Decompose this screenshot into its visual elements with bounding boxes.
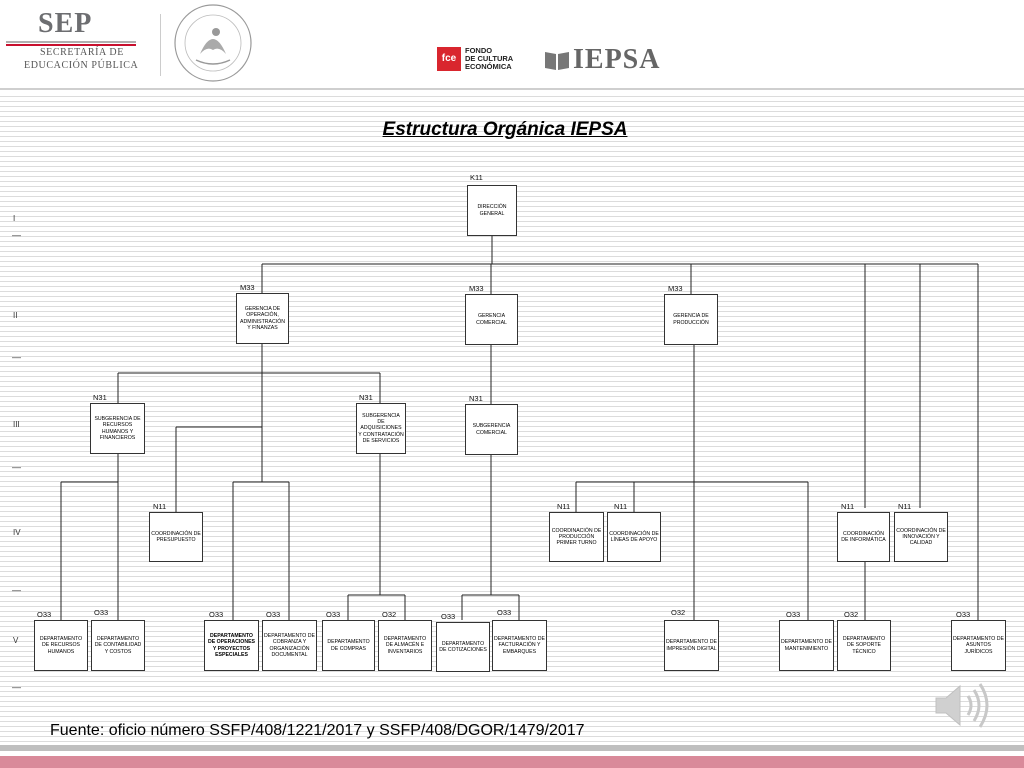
node-code-dope: O33 (209, 610, 224, 619)
node-code-clda: N11 (614, 502, 628, 511)
footer-bar-gray (0, 745, 1024, 751)
node-depto-cobranza: DEPARTAMENTO DE COBRANZA Y ORGANIZACIÓN … (262, 620, 317, 671)
fce-line-3: ECONÓMICA (465, 62, 512, 71)
sep-logo-sub2: EDUCACIÓN PÚBLICA (24, 60, 139, 71)
node-subgerencia-comercial: SUBGERENCIA COMERCIAL (465, 404, 518, 455)
node-code-daj: O33 (956, 610, 971, 619)
node-depto-asuntos-juridicos: DEPARTAMENTO DE ASUNTOS JURÍDICOS (951, 620, 1006, 671)
fce-line-2: DE CULTURA (465, 54, 514, 63)
node-depto-impresion-digital: DEPARTAMENTO DE IMPRESIÓN DIGITAL (664, 620, 719, 671)
speaker-icon[interactable] (932, 678, 992, 733)
node-code-dai: O32 (382, 610, 397, 619)
node-gerencia-operacion: GERENCIA DE OPERACIÓN, ADMINISTRACIÓN Y … (236, 293, 289, 344)
node-depto-cotizaciones: DEPARTAMENTO DE COTIZACIONES (436, 622, 490, 672)
node-code-cpres: N11 (153, 502, 167, 511)
node-code-goaf: M33 (240, 283, 255, 292)
node-code-cinf: N11 (841, 502, 855, 511)
node-coordinacion-presupuesto: COORDINACIÓN DE PRESUPUESTO (149, 512, 203, 562)
sep-logo-word: SEP (38, 8, 93, 39)
level-label-2: II (13, 311, 18, 320)
header-divider (0, 88, 1024, 90)
node-depto-operaciones: DEPARTAMENTO DE OPERACIONES Y PROYECTOS … (204, 620, 259, 671)
node-coordinacion-primer-turno: COORDINACIÓN DE PRODUCCIÓN PRIMER TURNO (549, 512, 604, 562)
node-code-dmant: O33 (786, 610, 801, 619)
level-label-1: I (13, 214, 16, 223)
node-code-gp: M33 (668, 284, 683, 293)
node-subgerencia-adquisiciones: SUBGERENCIA DE ADQUISICIONES Y CONTRATAC… (356, 403, 406, 454)
iepsa-logo-word: IEPSA (573, 44, 661, 75)
book-icon (545, 52, 569, 70)
iepsa-logo: IEPSA (543, 44, 663, 76)
node-depto-recursos-humanos: DEPARTAMENTO DE RECURSOS HUMANOS (34, 620, 88, 671)
node-coordinacion-innovacion: COORDINACIÓN DE INNOVACIÓN Y CALIDAD (894, 512, 948, 562)
node-code-dcc: O33 (94, 608, 109, 617)
node-gerencia-produccion: GERENCIA DE PRODUCCIÓN (664, 294, 718, 345)
node-code-sacs: N31 (359, 393, 373, 402)
sep-logo-sub1: SECRETARÍA DE (40, 47, 124, 58)
node-depto-soporte-tecnico: DEPARTAMENTO DE SOPORTE TÉCNICO (837, 620, 891, 671)
level-label-5: V (13, 636, 19, 645)
level-separator: — (12, 462, 21, 472)
node-depto-almacen: DEPARTAMENTO DE ALMACÉN E INVENTARIOS (378, 620, 432, 671)
logo-divider (160, 14, 161, 76)
source-note: Fuente: oficio número SSFP/408/1221/2017… (50, 722, 585, 739)
node-code-dcot: O33 (441, 612, 456, 621)
node-code-sc: N31 (469, 394, 483, 403)
sep-logo-line (6, 41, 136, 43)
node-code-dfe: O33 (497, 608, 512, 617)
node-coordinacion-informatica: COORDINACIÓN DE INFORMÁTICA (837, 512, 890, 562)
level-separator: — (12, 682, 21, 692)
node-code-dst: O32 (844, 610, 859, 619)
node-code-drh: O33 (37, 610, 52, 619)
fce-logo-text: FONDO DE CULTURA ECONÓMICA (465, 47, 513, 71)
node-code-cppt: N11 (557, 502, 571, 511)
level-label-3: III (13, 420, 20, 429)
page-title: Estructura Orgánica IEPSA (382, 119, 628, 140)
node-code-dcod: O33 (266, 610, 281, 619)
node-code-dcomp: O33 (326, 610, 341, 619)
node-depto-contabilidad: DEPARTAMENTO DE CONTABILIDAD Y COSTOS (91, 620, 145, 671)
node-gerencia-comercial: GERENCIA COMERCIAL (465, 294, 518, 345)
node-depto-facturacion: DEPARTAMENTO DE FACTURACIÓN Y EMBARQUES (492, 620, 547, 671)
node-code-gc: M33 (469, 284, 484, 293)
footer-bar-pink (0, 756, 1024, 768)
node-coordinacion-lineas-apoyo: COORDINACIÓN DE LÍNEAS DE APOYO (607, 512, 661, 562)
node-code-dg: K11 (470, 173, 483, 182)
level-separator: — (12, 352, 21, 362)
level-label-4: IV (13, 528, 21, 537)
mexico-seal-icon (174, 4, 252, 82)
node-code-srhf: N31 (93, 393, 107, 402)
level-separator: — (12, 230, 21, 240)
node-depto-compras: DEPARTAMENTO DE COMPRAS (322, 620, 375, 671)
node-code-cic: N11 (898, 502, 912, 511)
node-code-did: O32 (671, 608, 686, 617)
node-subgerencia-rh: SUBGERENCIA DE RECURSOS HUMANOS Y FINANC… (90, 403, 145, 454)
fce-logo: fce FONDO DE CULTURA ECONÓMICA (437, 45, 527, 75)
fce-line-1: FONDO (465, 46, 493, 55)
fce-logo-mark: fce (437, 47, 461, 71)
node-direccion-general: DIRECCIÓN GENERAL (467, 185, 517, 236)
node-depto-mantenimiento: DEPARTAMENTO DE MANTENIMIENTO (779, 620, 834, 671)
sep-logo-line-red (6, 44, 136, 46)
level-separator: — (12, 585, 21, 595)
